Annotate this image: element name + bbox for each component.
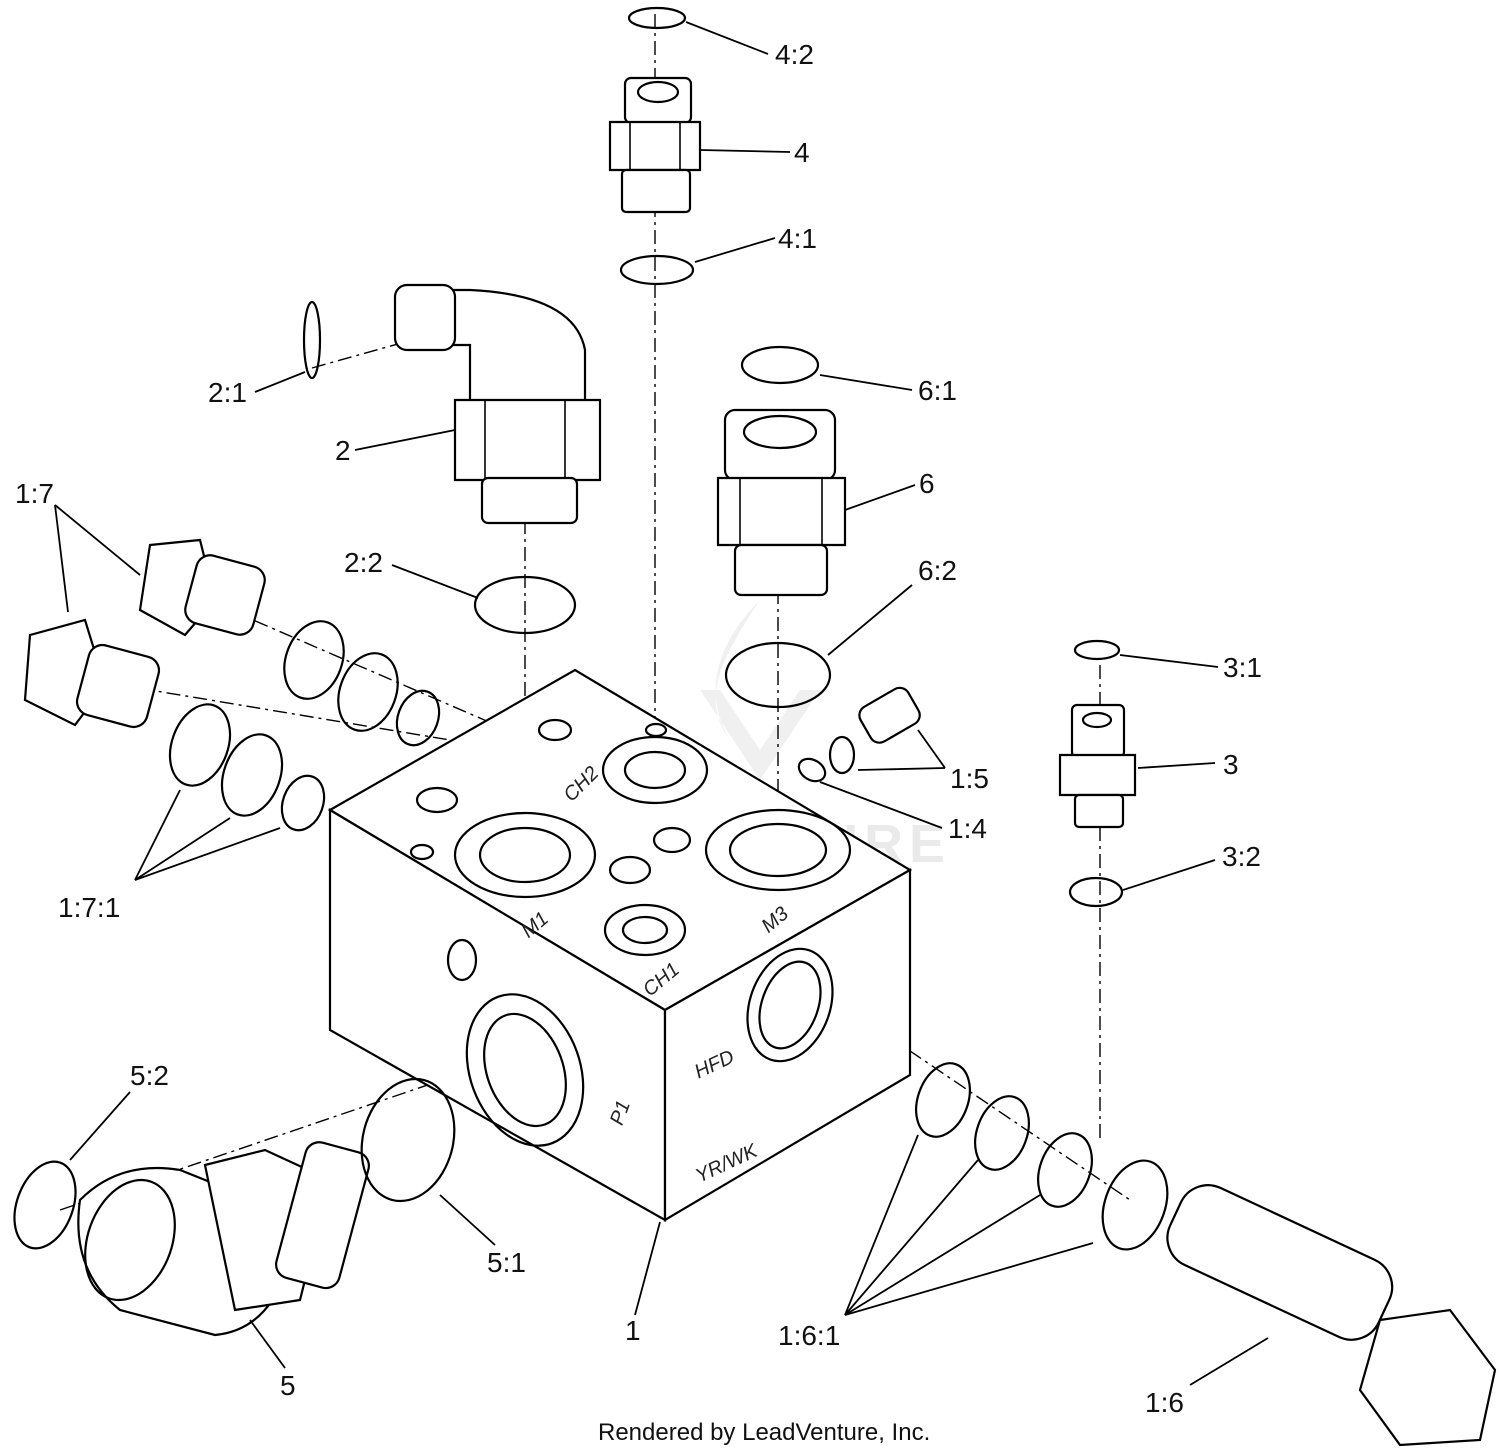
callout-6-1: 6:1 bbox=[918, 375, 957, 406]
callout-4-1: 4:1 bbox=[778, 223, 817, 254]
fitting-5-elbow bbox=[13, 1077, 456, 1337]
manifold-block: CH2 M1 M3 CH1 HFD P1 YR/WK bbox=[327, 668, 913, 1222]
cartridge-1-6 bbox=[915, 1062, 1497, 1447]
callout-4: 4 bbox=[794, 137, 810, 168]
footer-credit: Rendered by LeadVenture, Inc. bbox=[598, 1419, 930, 1446]
callout-1-7-1: 1:7:1 bbox=[58, 892, 120, 923]
callout-2-1: 2:1 bbox=[208, 377, 247, 408]
callout-1-5: 1:5 bbox=[950, 763, 989, 794]
callout-2-2: 2:2 bbox=[344, 547, 383, 578]
callout-1-4: 1:4 bbox=[948, 813, 987, 844]
plug-1-5 bbox=[828, 686, 921, 775]
callout-3-2: 3:2 bbox=[1222, 841, 1261, 872]
leader-lines bbox=[54, 21, 1269, 1386]
fitting-3 bbox=[1058, 639, 1137, 908]
callout-3-1: 3:1 bbox=[1223, 652, 1262, 683]
callout-5: 5 bbox=[280, 1370, 296, 1401]
callout-5-1: 5:1 bbox=[487, 1247, 526, 1278]
callout-1-6: 1:6 bbox=[1145, 1387, 1184, 1418]
callout-1-7: 1:7 bbox=[15, 478, 54, 509]
fitting-4 bbox=[608, 6, 702, 286]
plug-1-4 bbox=[797, 757, 827, 783]
callout-labels: 4:2 4 4:1 2:1 2 6:1 6 1:7 2:2 6:2 3:1 1:… bbox=[15, 39, 1262, 1418]
callout-5-2: 5:2 bbox=[130, 1060, 169, 1091]
fitting-2-elbow bbox=[302, 283, 602, 635]
callout-6-2: 6:2 bbox=[918, 555, 957, 586]
fitting-6 bbox=[716, 345, 847, 709]
cartridge-1-7-lower bbox=[23, 618, 326, 832]
callout-2: 2 bbox=[335, 435, 351, 466]
cartridge-1-7-upper bbox=[138, 538, 441, 747]
callout-6: 6 bbox=[919, 468, 935, 499]
callout-3: 3 bbox=[1223, 749, 1239, 780]
callout-1: 1 bbox=[625, 1315, 641, 1346]
callout-4-2: 4:2 bbox=[775, 39, 814, 70]
callout-1-6-1: 1:6:1 bbox=[778, 1320, 840, 1351]
